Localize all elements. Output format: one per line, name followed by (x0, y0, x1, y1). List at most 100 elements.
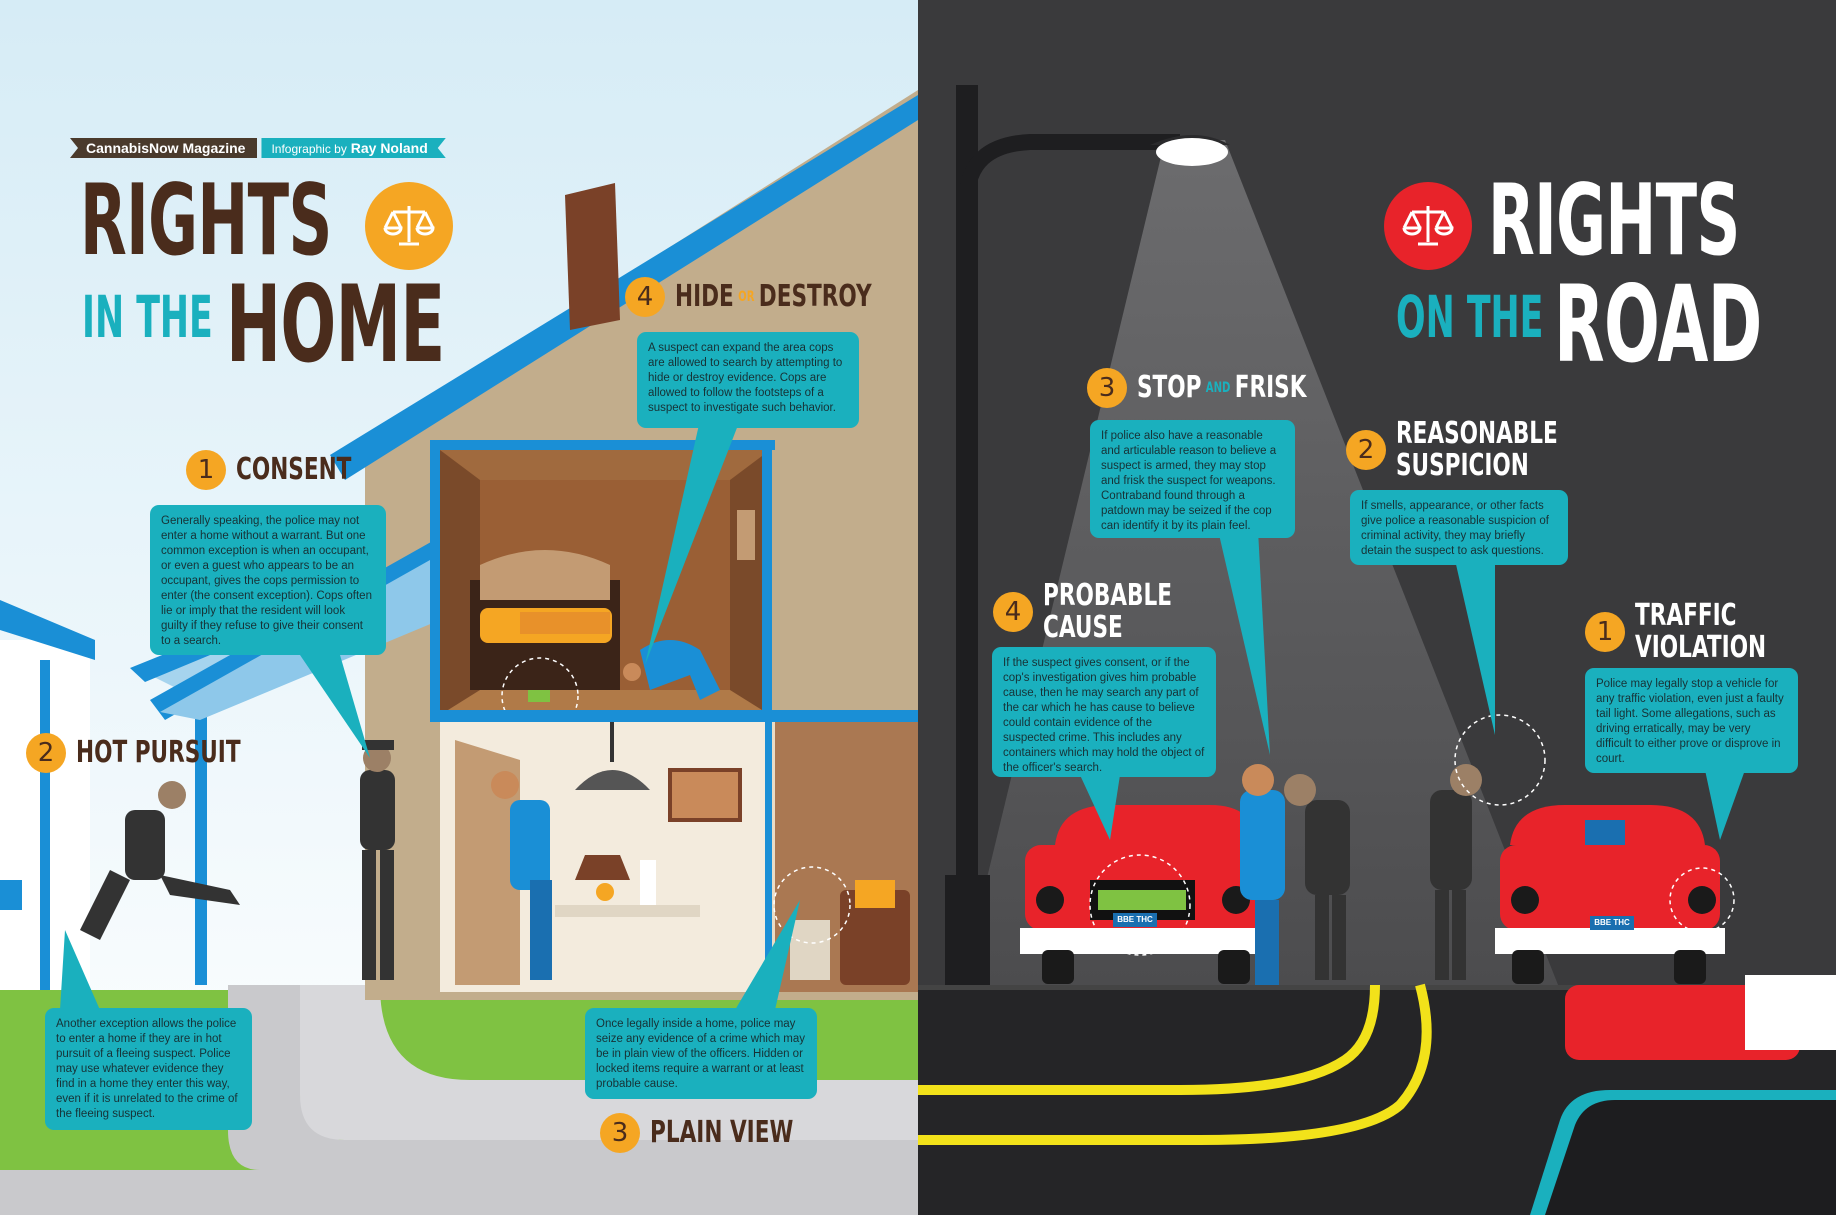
running-officer (125, 810, 165, 880)
bedroom-floor (440, 690, 770, 715)
license-plate-right: BBE THC (1590, 916, 1634, 930)
suspicion-circle (1454, 714, 1546, 806)
heading-line2: CAUSE (1043, 609, 1123, 645)
lamp-cord (610, 722, 614, 762)
wall-picture (668, 768, 742, 822)
scales-of-justice-icon (1384, 182, 1472, 270)
probable-cause-bubble-tail (1080, 775, 1120, 840)
upper-frame-top (430, 440, 775, 450)
officer-cap (362, 740, 394, 750)
traffic-bubble-tail (1705, 770, 1745, 840)
hide-destroy-text: A suspect can expand the area cops are a… (637, 332, 859, 428)
resident (510, 800, 550, 890)
road-line-a (918, 984, 1380, 1095)
car-left-cabin (1055, 805, 1260, 845)
frisk-officer (1305, 800, 1350, 895)
frisk-suspect-legs (1255, 900, 1279, 985)
car-right-taillight-r (1688, 886, 1716, 914)
running-leg-front (160, 875, 240, 905)
house-roof-edge (330, 95, 918, 480)
armchair (840, 890, 910, 985)
officer-leg-right (380, 850, 394, 980)
tail-light-circle (1669, 867, 1735, 933)
car-right-bumper (1495, 928, 1725, 954)
heading-connector: AND (1205, 380, 1231, 397)
crouching-suspect (640, 640, 720, 700)
door-frame-upper (737, 510, 755, 560)
officer-head (363, 744, 391, 772)
number-badge: 1 (1585, 611, 1625, 652)
scales-of-justice-icon (365, 182, 453, 270)
plain-view-text: Once legally inside a home, police may s… (585, 1008, 817, 1099)
chimney (565, 183, 620, 330)
officer-leg-left (362, 850, 376, 980)
lamp-arm (959, 134, 1180, 270)
credit: Infographic by Ray Noland (261, 138, 445, 158)
plain-view-circle (773, 866, 851, 944)
car-left-bumper (1020, 928, 1270, 954)
road-title-rights: RIGHTS (1488, 164, 1740, 278)
frisk-officer-leg-l (1315, 895, 1329, 980)
number-badge: 2 (1346, 429, 1386, 470)
trunk-contraband (1098, 890, 1186, 910)
officer-at-door (360, 770, 395, 850)
resident-head (491, 771, 519, 799)
car-right-tire-l (1512, 950, 1544, 984)
frisk-officer-leg-r (1332, 895, 1346, 980)
heading-text: HOT PURSUIT (76, 735, 241, 771)
home-heading-hot-pursuit: 2 HOT PURSUIT (26, 733, 305, 773)
probable-cause-circle (1089, 854, 1191, 956)
lamp-post (956, 85, 978, 905)
traffic-officer-leg-l (1435, 890, 1449, 980)
driver (1585, 820, 1625, 845)
suspect-head (623, 663, 641, 681)
heading-line2: SUSPICION (1396, 447, 1529, 483)
patrol-car-roof (1745, 975, 1836, 1050)
frisk-officer-head (1284, 774, 1316, 806)
consent-text: Generally speaking, the police may not e… (150, 505, 386, 655)
neighbor-porch-post (40, 660, 50, 990)
table-lamp-shade (575, 855, 630, 880)
table-lamp-base (596, 883, 614, 901)
walkway (300, 985, 918, 1140)
magazine-name: CannabisNow Magazine (70, 138, 258, 158)
home-title-in-the: IN THE (82, 283, 213, 351)
patrol-windshield (1545, 1100, 1836, 1215)
road-line-b (918, 983, 1432, 1145)
heading-part-b: DESTROY (758, 279, 872, 315)
car-left-taillight-l (1036, 886, 1064, 914)
porch-post (195, 695, 207, 985)
number-badge: 3 (1087, 368, 1127, 408)
publication-banner: CannabisNow Magazine Infographic by Ray … (70, 138, 446, 158)
home-heading-plain-view: 3 PLAIN VIEW (600, 1113, 849, 1153)
probable-cause-text: If the suspect gives consent, or if the … (992, 647, 1216, 777)
bed-headboard (480, 550, 610, 600)
frisk-suspect-head (1242, 764, 1274, 796)
home-heading-consent: 1 CONSENT (186, 450, 396, 490)
reasonable-suspicion-text: If smells, appearance, or other facts gi… (1350, 490, 1568, 565)
home-title-rights: RIGHTS (80, 164, 332, 278)
neighbor-window (0, 880, 22, 910)
hot-pursuit-text: Another exception allows the police to e… (45, 1008, 252, 1130)
frisk-suspect (1240, 790, 1285, 900)
stop-frisk-bubble-tail (1218, 530, 1270, 755)
hot-pursuit-bubble-tail (60, 930, 100, 1010)
traffic-violation-text: Police may legally stop a vehicle for an… (1585, 668, 1798, 773)
home-title-home: HOME (226, 263, 445, 386)
traffic-officer-head (1450, 764, 1482, 796)
bong (790, 920, 830, 980)
heading-text: CONSENT (236, 452, 352, 488)
bed-pillow (520, 612, 610, 634)
suspicion-bubble-tail (1455, 560, 1495, 735)
license-plate-left: BBE THC (1113, 913, 1157, 927)
traffic-officer (1430, 790, 1472, 890)
neighbor-roof (0, 600, 95, 660)
heading-line1: TRAFFIC (1635, 598, 1737, 633)
